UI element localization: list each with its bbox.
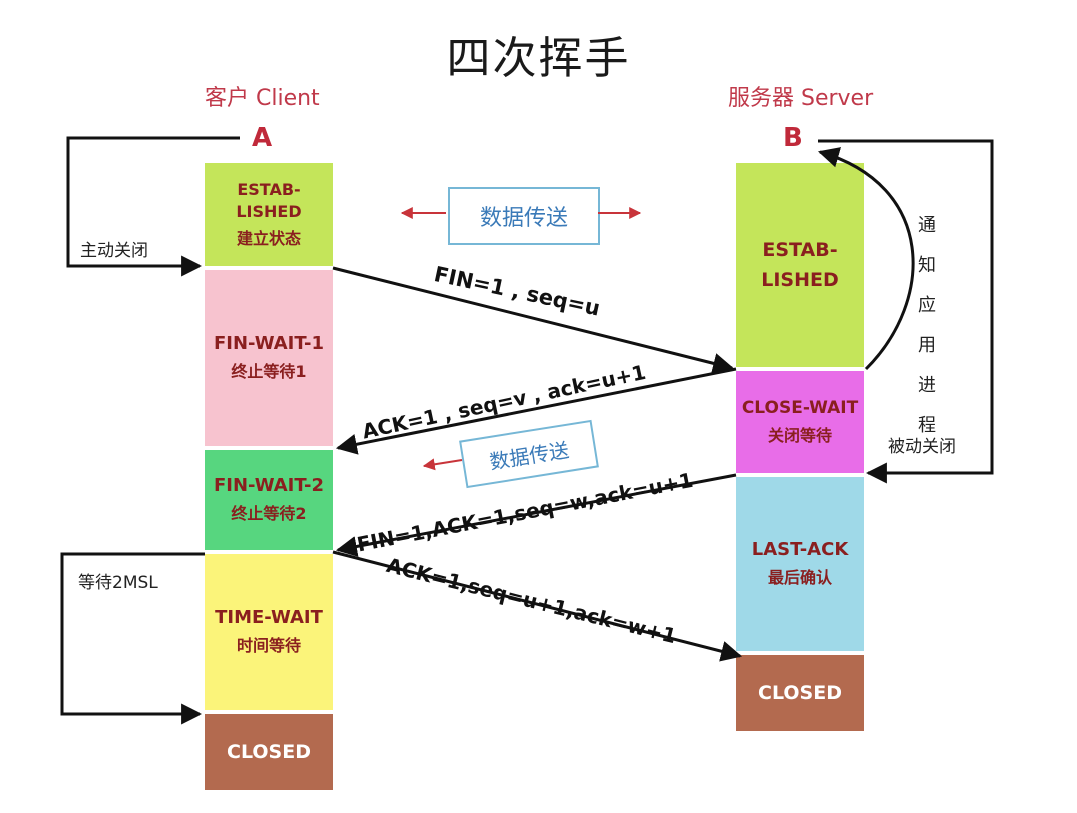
active-close-label: 主动关闭 xyxy=(80,241,148,261)
state-desc: 终止等待2 xyxy=(231,504,307,523)
client-label: 客户 Client xyxy=(205,86,320,111)
state-name: FIN-WAIT-2 xyxy=(213,475,325,496)
wait-2msl-loop xyxy=(60,552,205,725)
notify-app-label: 通知应用进程 xyxy=(918,215,936,436)
passive-close-label: 被动关闭 xyxy=(888,437,956,457)
data-transfer-box-1: 数据传送 xyxy=(448,187,600,245)
state-desc: 关闭等待 xyxy=(767,426,832,445)
server-label: 服务器 Server xyxy=(728,86,874,111)
arrow-ack-1 xyxy=(335,367,737,455)
state-name: TIME-WAIT xyxy=(215,607,323,628)
arrow-ack-2 xyxy=(332,550,743,662)
arrow-fin-1 xyxy=(332,266,735,374)
state-name: ESTAB- LISHED xyxy=(761,239,839,291)
state-name: CLOSED xyxy=(758,682,842,704)
passive-close-loop xyxy=(818,139,994,484)
active-close-loop xyxy=(66,136,240,277)
state-name: CLOSED xyxy=(227,741,311,763)
wait-2msl-label: 等待2MSL xyxy=(78,573,158,593)
data-transfer-label-1: 数据传送 xyxy=(479,206,568,231)
server-node-label: B xyxy=(783,123,803,153)
server-state-last-ack: LAST-ACK 最后确认 xyxy=(736,477,864,651)
state-desc: 终止等待1 xyxy=(231,362,307,381)
data-arrow-left-2 xyxy=(422,458,463,471)
notify-app-curve xyxy=(817,147,915,371)
state-name: FIN-WAIT-1 xyxy=(213,333,325,354)
server-state-close-wait: CLOSE-WAIT 关闭等待 xyxy=(736,371,864,473)
state-name: LAST-ACK xyxy=(751,539,849,560)
client-state-closed: CLOSED xyxy=(205,714,333,790)
server-state-closed: CLOSED xyxy=(736,655,864,731)
state-name: CLOSE-WAIT xyxy=(741,398,859,418)
state-desc: 建立状态 xyxy=(236,228,301,248)
state-name: ESTAB- LISHED xyxy=(236,179,302,221)
server-state-established: ESTAB- LISHED xyxy=(736,163,864,367)
arrow-fin-2 xyxy=(335,473,737,557)
state-desc: 时间等待 xyxy=(236,636,301,655)
diagram-title: 四次挥手 xyxy=(446,33,631,84)
state-desc: 最后确认 xyxy=(767,568,832,587)
client-node-label: A xyxy=(252,123,273,153)
client-state-fin-wait-1: FIN-WAIT-1 终止等待1 xyxy=(205,270,333,446)
client-state-fin-wait-2: FIN-WAIT-2 终止等待2 xyxy=(205,450,333,550)
client-state-time-wait: TIME-WAIT 时间等待 xyxy=(205,554,333,710)
client-state-established: ESTAB- LISHED 建立状态 xyxy=(205,163,333,266)
